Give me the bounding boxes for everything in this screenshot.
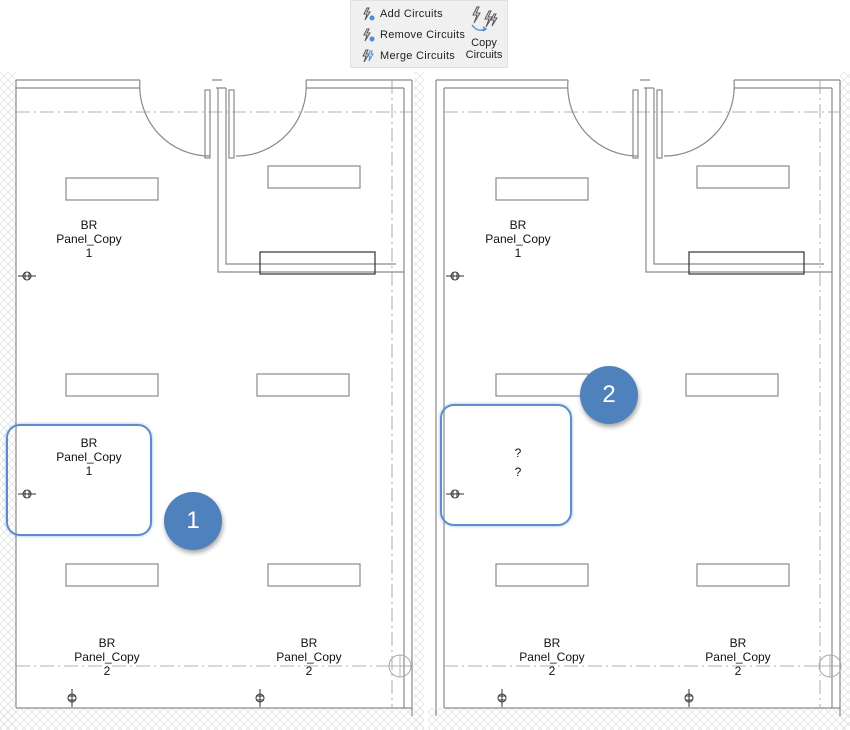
tag-panel-name: Panel_Copy — [519, 650, 585, 664]
circuit-tag-top: BR Panel_Copy 1 — [473, 218, 563, 260]
tag-circuit-number: 1 — [514, 246, 522, 260]
merge-circuits-icon — [362, 49, 374, 63]
copy-circuits-icon — [471, 6, 498, 32]
left-plan-drawing — [0, 72, 424, 730]
tag-panel-label: BR — [300, 636, 318, 650]
tag-circuit-number: 2 — [548, 664, 556, 678]
callout-badge-1: 1 — [164, 492, 222, 550]
tag-panel-name: Panel_Copy — [56, 232, 122, 246]
right-plan-drawing — [428, 72, 850, 730]
circuit-tag-bottom-left: BR Panel_Copy 2 — [507, 636, 597, 678]
add-circuits-button[interactable]: Add Circuits — [361, 5, 443, 23]
highlight-box-1 — [6, 424, 152, 536]
add-circuits-label: Add Circuits — [380, 8, 443, 20]
tag-unknown-panel: ? — [514, 446, 522, 460]
remove-circuits-button[interactable]: Remove Circuits — [361, 26, 465, 44]
tag-panel-label: BR — [543, 636, 561, 650]
tag-panel-name: Panel_Copy — [56, 450, 122, 464]
tag-panel-label: BR — [80, 218, 98, 232]
tag-circuit-number: 2 — [103, 664, 111, 678]
left-floor-plan: BR Panel_Copy 1 BR Panel_Copy 1 BR Panel… — [0, 72, 424, 730]
circuit-tag-bottom-left: BR Panel_Copy 2 — [62, 636, 152, 678]
copy-circuits-button[interactable]: Copy Circuits — [463, 5, 505, 65]
tag-panel-name: Panel_Copy — [705, 650, 771, 664]
tag-panel-name: Panel_Copy — [74, 650, 140, 664]
highlight-box-2 — [440, 404, 572, 526]
remove-circuits-icon — [363, 28, 375, 42]
tag-unknown-circuit: ? — [514, 465, 522, 479]
merge-circuits-button[interactable]: Merge Circuits — [361, 47, 455, 65]
circuits-ribbon-panel: Add Circuits Remove Circuits Merge Circu… — [350, 0, 508, 68]
right-floor-plan: BR Panel_Copy 1 ? ? BR Panel_Copy 2 BR P… — [428, 72, 850, 730]
merge-circuits-label: Merge Circuits — [380, 50, 456, 62]
tag-circuit-number: 1 — [85, 246, 93, 260]
tag-panel-label: BR — [80, 436, 98, 450]
callout-badge-2: 2 — [580, 366, 638, 424]
circuit-tag-unassigned: ? ? — [473, 444, 563, 482]
tag-panel-label: BR — [509, 218, 527, 232]
tag-panel-name: Panel_Copy — [485, 232, 551, 246]
tag-panel-name: Panel_Copy — [276, 650, 342, 664]
circuit-tag-bottom-right: BR Panel_Copy 2 — [693, 636, 783, 678]
tag-circuit-number: 1 — [85, 464, 93, 478]
copy-circuits-label-1: Copy — [471, 37, 497, 49]
tag-circuit-number: 2 — [734, 664, 742, 678]
tag-panel-label: BR — [98, 636, 116, 650]
tag-panel-label: BR — [729, 636, 747, 650]
add-circuits-icon — [363, 7, 375, 21]
circuit-tag-top: BR Panel_Copy 1 — [44, 218, 134, 260]
remove-circuits-label: Remove Circuits — [380, 29, 466, 41]
circuit-tag-bottom-right: BR Panel_Copy 2 — [264, 636, 354, 678]
circuit-tag-mid: BR Panel_Copy 1 — [44, 436, 134, 478]
copy-circuits-label-2: Circuits — [465, 49, 503, 61]
tag-circuit-number: 2 — [305, 664, 313, 678]
